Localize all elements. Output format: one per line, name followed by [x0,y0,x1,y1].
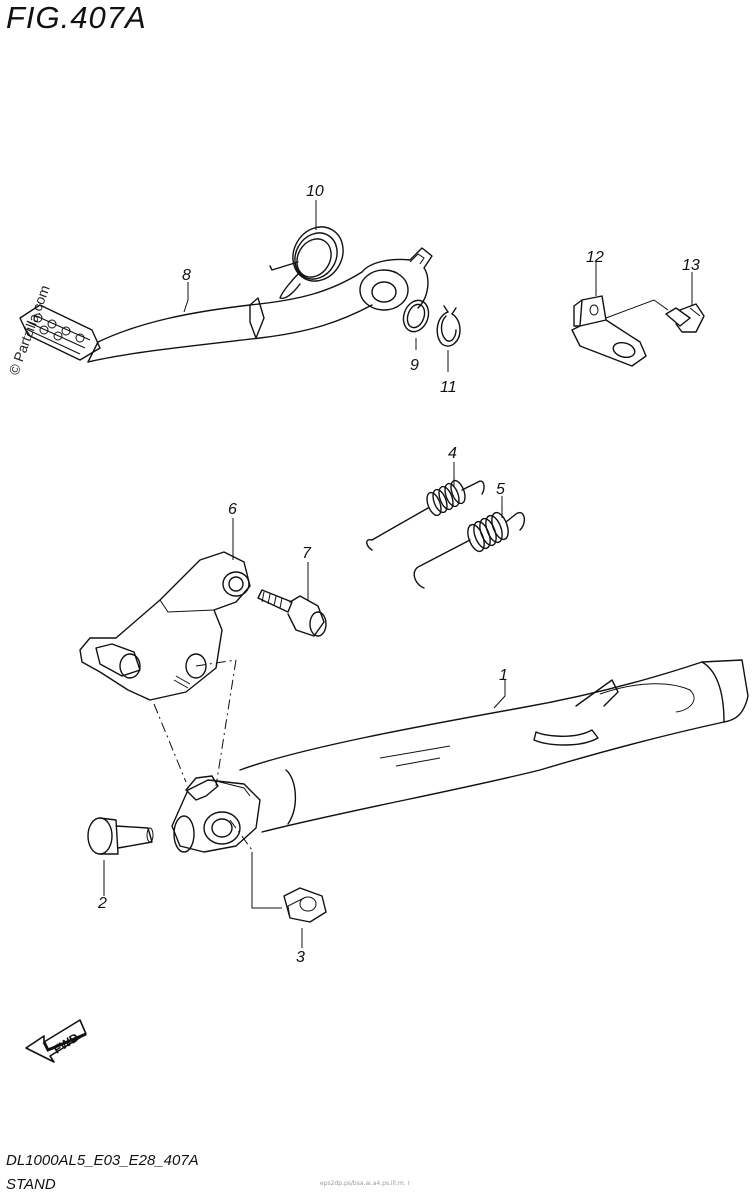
part-13-bolt[interactable] [665,303,705,333]
figure-name: STAND [6,1176,56,1193]
part-10-return-spring[interactable] [269,218,353,299]
figure-code: DL1000AL5_E03_E28_407A [6,1152,199,1169]
callout-8: 8 [182,267,191,284]
footnote: eps2dp.ps/bsa.ai.a4.ps.ill.m. r [320,1180,410,1187]
callout-4: 4 [448,445,457,462]
callout-2: 2 [97,895,107,912]
part-4-spring[interactable] [366,479,485,551]
callout-13: 13 [682,257,700,274]
fwd-arrow: FWD [25,1019,87,1063]
callout-12: 12 [586,249,604,266]
part-3-nut[interactable] [283,887,327,923]
callout-7: 7 [302,545,312,562]
callout-6: 6 [228,501,237,518]
callout-1: 1 [499,667,508,684]
part-5-spring[interactable] [413,510,526,589]
callout-9: 9 [410,357,419,374]
part-1-side-stand[interactable] [171,659,749,853]
leader-lines [103,200,693,948]
part-9-washer[interactable] [399,297,432,335]
part-2-pivot-bolt[interactable] [87,817,154,855]
part-11-circlip[interactable] [436,305,461,347]
alignment-lines [153,659,282,909]
callout-3: 3 [296,949,305,966]
part-12-bracket[interactable] [571,295,669,367]
figure-title: FIG.407A [6,0,147,35]
callout-5: 5 [496,481,505,498]
part-6-stand-bracket[interactable] [79,551,251,701]
part-8-brake-pedal[interactable] [19,247,433,363]
callout-11: 11 [440,379,457,396]
callout-10: 10 [306,183,324,200]
part-7-bolt[interactable] [257,589,327,637]
